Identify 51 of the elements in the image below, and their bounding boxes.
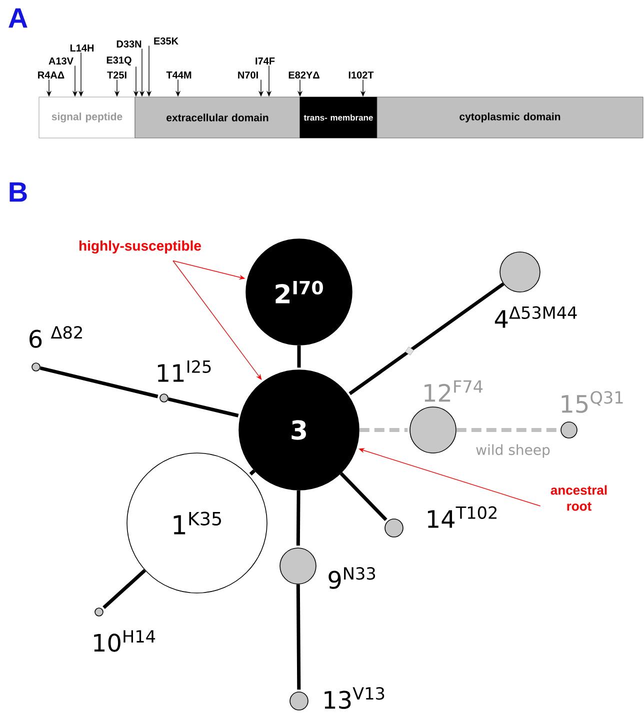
group-label: wild sheep <box>476 444 550 458</box>
annotation-text: ancestral root <box>550 485 607 511</box>
mutation-label: E35K <box>154 37 178 45</box>
connector-line <box>456 428 559 432</box>
mutation-label: A13V <box>48 57 74 65</box>
connector-line <box>359 428 408 432</box>
haplotype-label: 6 $^{Δ82}$ <box>30 326 82 348</box>
haplotype-circle <box>384 518 404 538</box>
connector-line <box>40 366 158 398</box>
haplotype-circle <box>500 252 540 292</box>
haplotype-circle <box>290 692 308 710</box>
haplotype-label: 13$^{V13}$ <box>324 687 384 709</box>
mutation-label: N70I <box>238 71 258 79</box>
connector-line <box>296 584 301 690</box>
haplotype-label: 14$^{T102}$ <box>428 506 496 528</box>
haplotype-circle <box>280 548 316 584</box>
haplotype-label: 11$^{I25}$ <box>158 360 211 382</box>
domain-segment: extracellular domain <box>134 96 300 138</box>
connector-line <box>102 569 146 609</box>
mutation-label: R4AΔ <box>38 72 64 78</box>
connector-line <box>348 282 504 396</box>
mutation-label: I74F <box>256 58 275 64</box>
mutation-label: L14H <box>70 44 94 52</box>
mutation-label: T25I <box>107 71 126 79</box>
haplotype-label: 4$^{Δ53M44}$ <box>494 306 577 328</box>
arrow <box>172 260 262 380</box>
domain-segment: trans- membrane <box>300 96 378 138</box>
haplotype-circle <box>32 362 40 372</box>
haplotype-label: 12$^{F74}$ <box>424 380 483 402</box>
connector-line <box>249 469 256 476</box>
mutation-label: D33N <box>116 40 142 48</box>
domain-segment: cytoplasmic domain <box>376 96 644 138</box>
haplotype-label: 15$^{Q31}$ <box>562 391 623 413</box>
mutation-label: T44M <box>166 72 192 78</box>
panel-letter: B <box>10 182 27 202</box>
haplotype-circle <box>410 406 456 454</box>
connector-line <box>168 397 239 418</box>
haplotype-circle <box>160 394 168 402</box>
mutation-label: I102T <box>348 71 374 79</box>
annotation-text: highly-susceptible <box>80 240 201 254</box>
haplotype-circle <box>94 608 104 616</box>
mutation-label: E31Q <box>106 56 132 66</box>
connector-line <box>340 472 388 522</box>
haplotype-label: 9$^{N33}$ <box>328 567 375 589</box>
panel-letter: A <box>8 8 28 28</box>
mutation-label: E82YΔ <box>288 71 320 79</box>
connector-line <box>297 345 301 368</box>
connector-line <box>296 490 300 546</box>
haplotype-label: 10$^{H14}$ <box>94 630 156 652</box>
domain-segment: signal peptide <box>38 96 136 138</box>
haplotype-circle <box>560 422 578 438</box>
